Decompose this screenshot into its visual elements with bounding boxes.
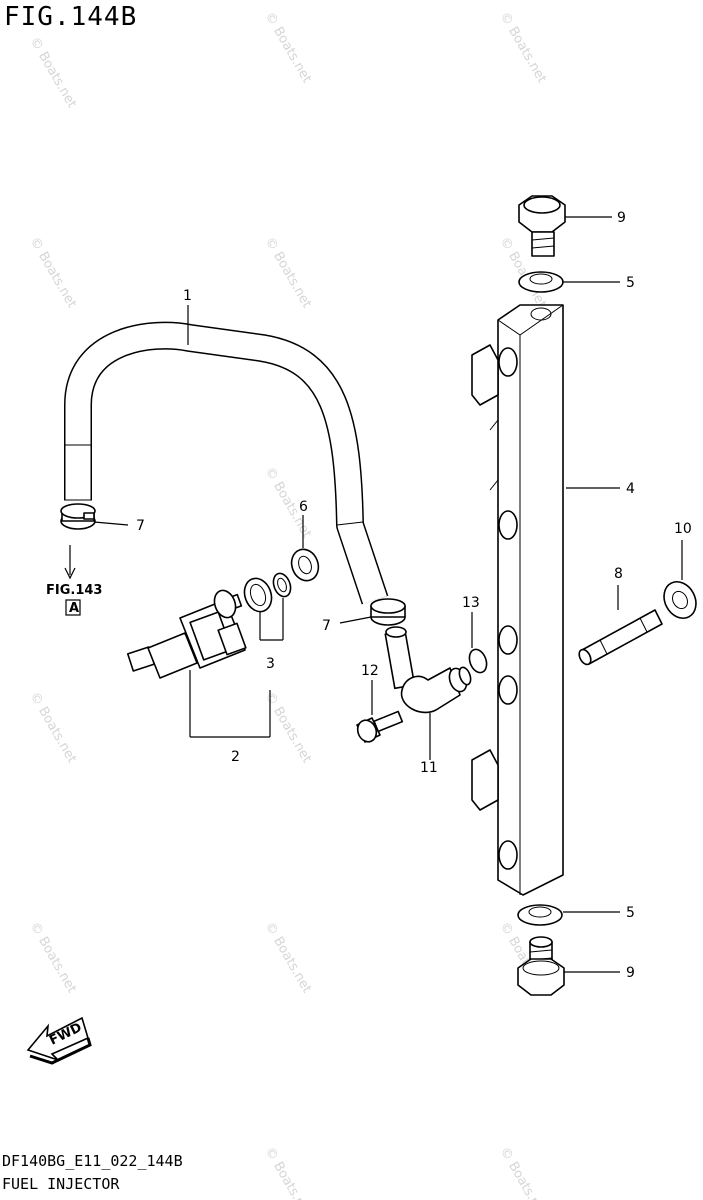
fuel-hose — [64, 321, 389, 605]
callout-label: 2 — [231, 749, 240, 765]
injector-cushion — [290, 548, 320, 582]
callout-label: 9 — [617, 210, 626, 226]
forward-arrow-icon: FWD — [26, 1016, 92, 1065]
plug-bolt-top — [518, 195, 566, 257]
figure-reference: FIG.143 A — [46, 583, 102, 616]
callout-label: 5 — [626, 275, 635, 291]
o-ring — [468, 648, 488, 674]
watermark: © Boats.net — [262, 235, 315, 311]
gasket-bottom — [517, 904, 563, 926]
callout-label: 8 — [614, 566, 623, 582]
callout-label: 5 — [626, 905, 635, 921]
callout-label: 7 — [322, 618, 331, 634]
callout-label: 7 — [136, 518, 145, 534]
plug-bolt-bottom — [517, 936, 565, 996]
watermark: © Boats.net — [262, 920, 315, 996]
watermark: © Boats.net — [497, 1145, 550, 1200]
fuel-injector — [126, 589, 247, 679]
callout-label: 4 — [626, 481, 635, 497]
callout-label: 11 — [420, 760, 438, 776]
callout-label: 10 — [674, 521, 692, 537]
diagram-code: DF140BG_E11_022_144B — [2, 1152, 183, 1170]
callout-label: 12 — [361, 663, 379, 679]
watermark: © Boats.net — [27, 920, 80, 996]
reference-label: FIG.143 — [46, 583, 102, 598]
o-ring-set — [243, 572, 292, 613]
flange-nut — [663, 581, 697, 619]
callout-label: 9 — [626, 965, 635, 981]
stud-bolt — [578, 609, 663, 666]
callout-label: 1 — [183, 288, 192, 304]
watermark: © Boats.net — [497, 10, 550, 86]
hose-clamp-left — [60, 503, 96, 530]
callout-label: 6 — [299, 499, 308, 515]
watermark: © Boats.net — [262, 1145, 315, 1200]
diagram-name: FUEL INJECTOR — [2, 1175, 120, 1193]
leader-lines — [64, 216, 683, 973]
callout-numbers: 1 2 3 4 5 5 6 7 7 8 9 9 10 11 12 13 — [136, 210, 692, 981]
callout-label: 13 — [462, 595, 480, 611]
callout-label: 3 — [266, 656, 275, 672]
watermark: © Boats.net — [27, 235, 80, 311]
fitting-bolt — [356, 710, 404, 743]
watermark: © Boats.net — [27, 690, 80, 766]
figure-title: FIG.144B — [4, 2, 138, 32]
reference-box-letter: A — [69, 601, 79, 616]
watermark: © Boats.net — [262, 10, 315, 86]
watermark: © Boats.net — [27, 35, 80, 111]
fuel-elbow-fitting — [384, 626, 472, 714]
gasket-top — [518, 271, 564, 293]
fuel-delivery-pipe — [471, 304, 564, 896]
hose-clamp-center — [370, 598, 406, 626]
